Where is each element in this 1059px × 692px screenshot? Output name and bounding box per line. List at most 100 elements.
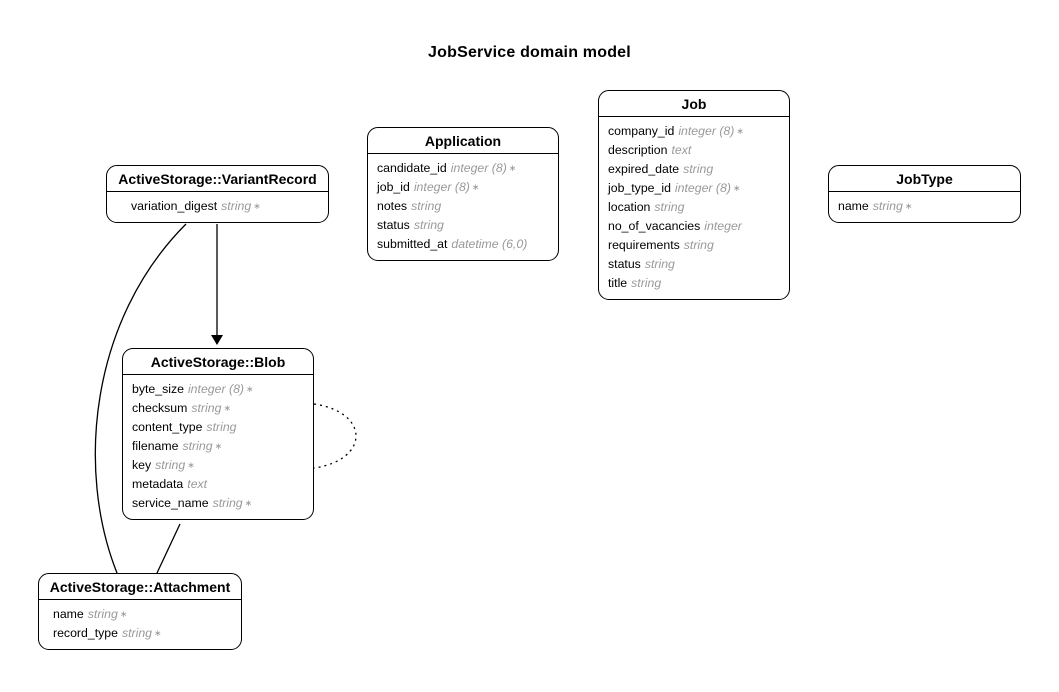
entity-header: JobType (829, 166, 1020, 192)
required-flag-icon: ∗ (904, 201, 913, 211)
attribute-type: string (121, 626, 153, 640)
attribute-type: string (191, 401, 222, 415)
required-flag-icon: ∗ (244, 498, 253, 508)
attribute-name: job_type_id (608, 181, 671, 195)
attribute-name: job_id (377, 180, 410, 194)
attribute-type: integer (8) (450, 161, 507, 175)
required-flag-icon: ∗ (732, 183, 741, 193)
attribute-name: metadata (132, 477, 184, 491)
attribute-type: string (212, 496, 243, 510)
attribute-name: status (377, 218, 410, 232)
attribute-name: key (132, 458, 152, 472)
attribute-name: notes (377, 199, 408, 213)
attribute-type: text (187, 477, 208, 491)
entity-header: ActiveStorage::VariantRecord (107, 166, 328, 192)
attribute-type: datetime (6,0) (451, 237, 528, 251)
attribute-name: expired_date (608, 162, 680, 176)
attribute-name: content_type (132, 420, 203, 434)
attribute-type: string (182, 439, 213, 453)
attribute-name: candidate_id (377, 161, 447, 175)
required-flag-icon: ∗ (187, 460, 195, 470)
attribute-name: name (53, 607, 84, 621)
attribute-type: string (411, 199, 442, 213)
attribute-type: string (413, 218, 444, 232)
required-flag-icon: ∗ (471, 182, 480, 192)
edge-blob-attachment (156, 523, 181, 574)
attribute-name: checksum (132, 401, 188, 415)
entity-header: ActiveStorage::Blob (123, 349, 313, 375)
attribute-type: integer (8) (674, 181, 731, 195)
attribute-type: string (631, 276, 662, 290)
attribute-name: location (608, 200, 651, 214)
entity-header: ActiveStorage::Attachment (39, 574, 241, 600)
attribute-type: string (221, 199, 252, 213)
attribute-name: no_of_vacancies (608, 219, 701, 233)
edge-blob-self (313, 403, 357, 469)
attribute-type: string (644, 257, 675, 271)
attribute-name: title (608, 276, 628, 290)
diagram-title: JobService domain model (428, 44, 631, 61)
attribute-type: string (155, 458, 186, 472)
required-flag-icon: ∗ (246, 384, 254, 394)
attribute-name: variation_digest (131, 199, 218, 213)
attribute-type: string (683, 238, 714, 252)
attribute-type: text (671, 143, 692, 157)
attribute-type: string (87, 607, 118, 621)
required-flag-icon: ∗ (253, 201, 261, 211)
attribute-name: company_id (608, 124, 675, 138)
attribute-name: filename (132, 439, 179, 453)
required-flag-icon: ∗ (508, 163, 517, 173)
attribute-name: description (608, 143, 668, 157)
required-flag-icon: ∗ (736, 126, 744, 136)
edge-variantrecord-attachment (94, 223, 187, 574)
required-flag-icon: ∗ (154, 628, 162, 638)
attribute-type: string (654, 200, 685, 214)
attribute-name: name (838, 199, 869, 213)
attribute-type: integer (8) (187, 382, 244, 396)
attribute-name: byte_size (132, 382, 184, 396)
required-flag-icon: ∗ (119, 609, 128, 619)
entity-variant-record[interactable]: ActiveStorage::VariantRecord variation_d… (106, 165, 329, 223)
attribute-name: submitted_at (377, 237, 448, 251)
attribute-name: record_type (53, 626, 118, 640)
attribute-name: status (608, 257, 641, 271)
attribute-name: requirements (608, 238, 680, 252)
required-flag-icon: ∗ (214, 441, 223, 451)
entity-header: Application (368, 128, 558, 154)
required-flag-icon: ∗ (223, 403, 231, 413)
attribute-type: integer (8) (413, 180, 470, 194)
